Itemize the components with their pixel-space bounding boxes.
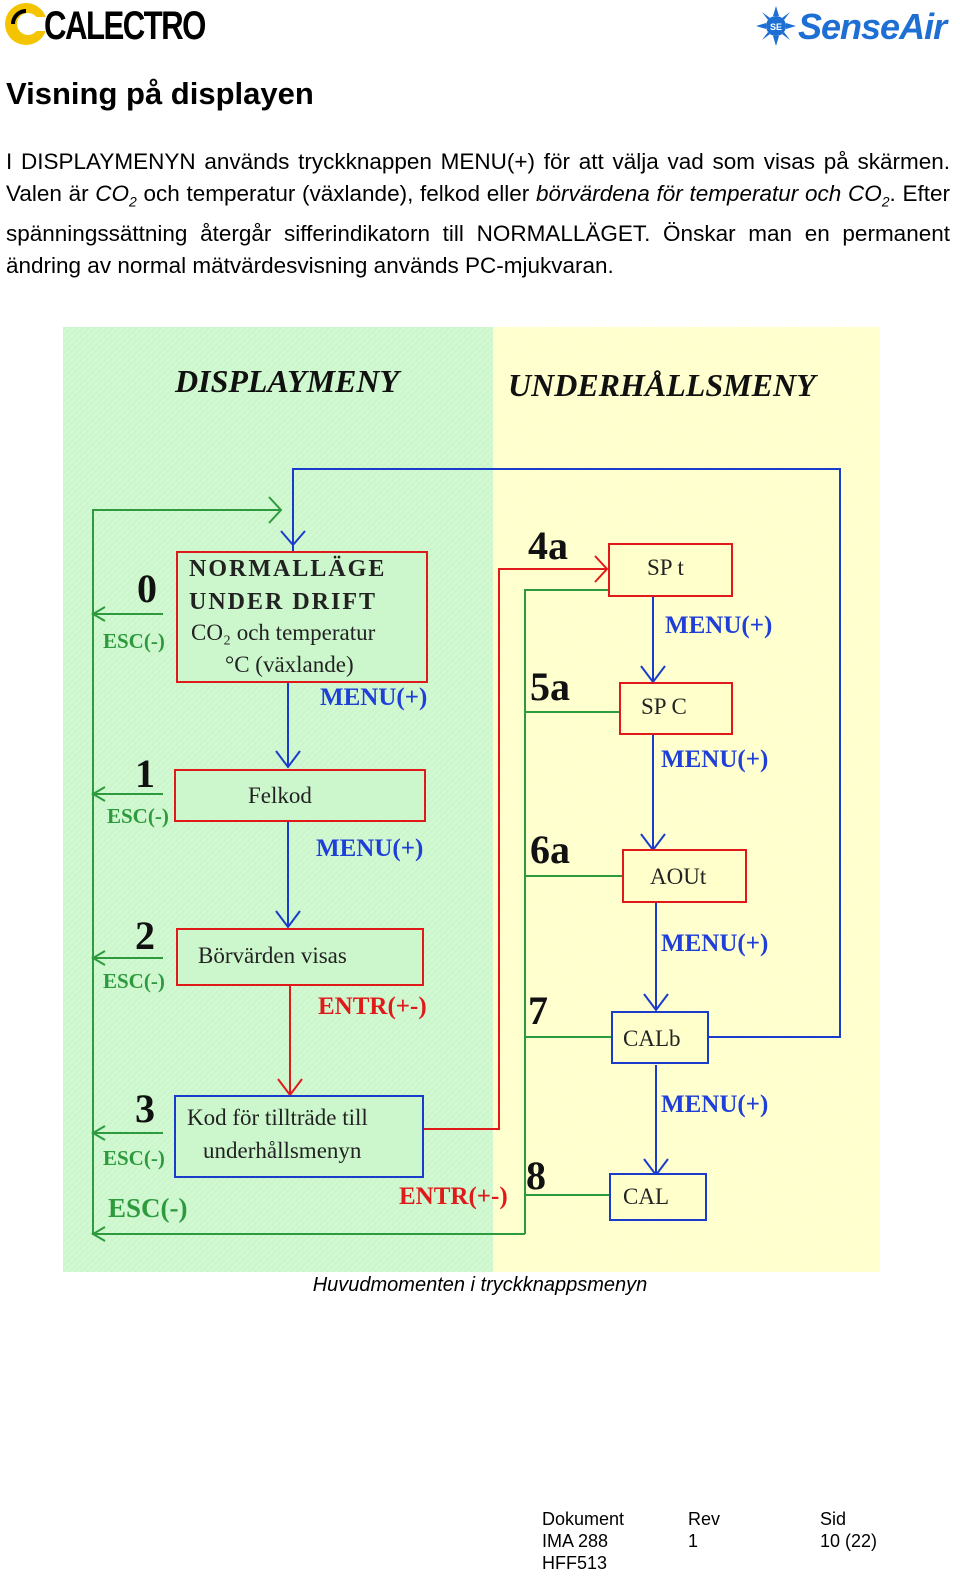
- step-number: 2: [135, 913, 155, 958]
- normalage-line4: °C (växlande): [225, 652, 354, 677]
- menu-label: MENU(+): [316, 835, 423, 862]
- svg-text:SE: SE: [770, 22, 782, 32]
- aout-box: [622, 849, 747, 903]
- calb-label: CALb: [623, 1026, 681, 1051]
- cal-box: [609, 1173, 707, 1221]
- step-code: 4a: [528, 523, 568, 568]
- aout-label: AOUt: [650, 864, 707, 889]
- calectro-c-icon: [5, 3, 48, 45]
- footer-document: Dokument IMA 288 HFF513: [542, 1508, 624, 1574]
- normalage-box: [176, 551, 428, 683]
- borvarden-label: Börvärden visas: [198, 943, 347, 968]
- menu-flow-diagram: DISPLAYMENY UNDERHÅLLSMENY: [63, 327, 880, 1272]
- esc-label: ESC(-): [103, 629, 165, 653]
- senseair-logo: SE SenseAir: [756, 6, 956, 50]
- co2-text: CO: [95, 181, 130, 206]
- entr-label: ENTR(+-): [318, 993, 427, 1020]
- menu-label: MENU(+): [661, 1091, 768, 1118]
- page-heading: Visning på displayen: [6, 76, 314, 111]
- spc-box: [619, 682, 733, 735]
- menu-label: MENU(+): [661, 746, 768, 773]
- footer-doc-value: HFF513: [542, 1553, 608, 1573]
- footer-sid-label: Sid: [820, 1509, 847, 1529]
- intro-text: [841, 181, 848, 206]
- footer-page: Sid 10 (22): [820, 1508, 877, 1552]
- entr-label: ENTR(+-): [399, 1183, 508, 1210]
- calectro-logo: CALECTRO: [4, 2, 206, 50]
- intro-text: I DISPLAYMENYN används tryckknappen MENU…: [6, 149, 950, 206]
- intro-paragraph: I DISPLAYMENYN används tryckknappen MENU…: [6, 146, 950, 282]
- intro-text: . Efter spänningssättning återgår siffer…: [6, 181, 950, 278]
- spt-label: SP t: [647, 555, 684, 580]
- normalage-line1: NORMALLÄGE: [189, 556, 386, 582]
- footer-revision: Rev 1: [688, 1508, 720, 1552]
- intro-italic-text: börvärdena för temperatur och: [535, 181, 842, 206]
- displaymeny-title: DISPLAYMENY: [174, 363, 401, 399]
- calectro-logo-text: CALECTRO: [44, 4, 206, 48]
- menu-label: MENU(+): [320, 684, 427, 711]
- cal-label: CAL: [623, 1184, 669, 1209]
- step-number: 1: [135, 751, 155, 796]
- co2-subscript: 2: [129, 193, 137, 210]
- menu-label: MENU(+): [661, 930, 768, 957]
- calb-box: [611, 1011, 709, 1064]
- step-code: 5a: [530, 664, 570, 709]
- co2-subscript: 2: [881, 193, 890, 210]
- esc-label: ESC(-): [103, 1146, 165, 1170]
- intro-text: och temperatur (växlande), felkod eller: [136, 181, 536, 206]
- kod-line1: Kod för tillträde till: [187, 1105, 368, 1130]
- menu-label: MENU(+): [665, 612, 772, 639]
- esc-label: ESC(-): [103, 969, 165, 993]
- esc-label: ESC(-): [108, 1193, 188, 1223]
- esc-label: ESC(-): [107, 804, 169, 828]
- felkod-label: Felkod: [248, 783, 312, 808]
- step-number: 0: [137, 566, 157, 611]
- co2-text: CO: [847, 181, 882, 206]
- normalage-line3: CO₂ och temperatur: [191, 620, 376, 645]
- underhallsmeny-title: UNDERHÅLLSMENY: [508, 367, 818, 403]
- sun-icon: SE: [756, 6, 796, 46]
- footer-rev-value: 1: [688, 1531, 699, 1551]
- step-code: 6a: [530, 827, 570, 872]
- spt-box: [608, 543, 733, 597]
- felkod-box: [174, 769, 426, 822]
- footer-doc-label: Dokument: [542, 1509, 625, 1529]
- figure-caption: Huvudmomenten i tryckknappsmenyn: [312, 1274, 648, 1296]
- kod-box: [174, 1095, 424, 1178]
- kod-line2: underhållsmenyn: [203, 1138, 362, 1163]
- step-number: 3: [135, 1086, 155, 1131]
- normalage-line2: UNDER DRIFT: [189, 589, 377, 615]
- senseair-logo-text: SenseAir: [798, 6, 947, 47]
- borvarden-box: [176, 928, 424, 986]
- footer-sid-value: 10 (22): [820, 1531, 878, 1551]
- footer-doc-value: IMA 288: [542, 1531, 609, 1551]
- step-code: 8: [526, 1153, 546, 1198]
- footer-rev-label: Rev: [688, 1509, 721, 1529]
- step-code: 7: [528, 988, 548, 1033]
- spc-label: SP C: [641, 694, 687, 719]
